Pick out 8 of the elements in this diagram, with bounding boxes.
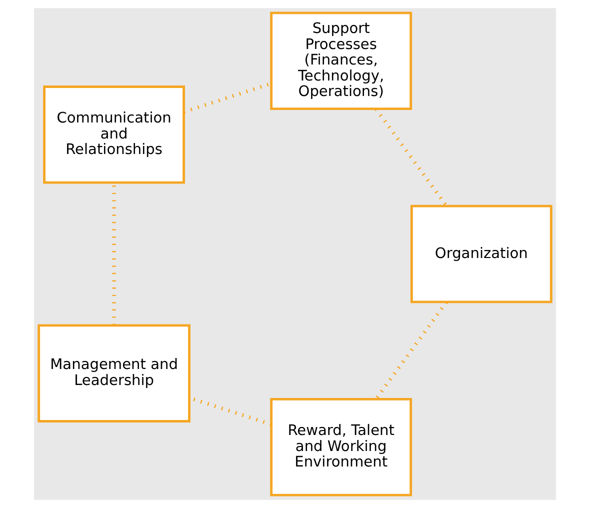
connector	[183, 82, 272, 114]
node-box: Reward, Talent and Working Environment	[270, 398, 412, 496]
connector	[374, 108, 448, 208]
node-box: Management and Leadership	[38, 324, 190, 422]
connector	[374, 301, 448, 400]
node-box: Support Processes (Finances, Technology, Operations)	[270, 12, 412, 110]
node-box: Communication and Relationships	[43, 86, 185, 184]
node-box: Organization	[410, 204, 552, 304]
